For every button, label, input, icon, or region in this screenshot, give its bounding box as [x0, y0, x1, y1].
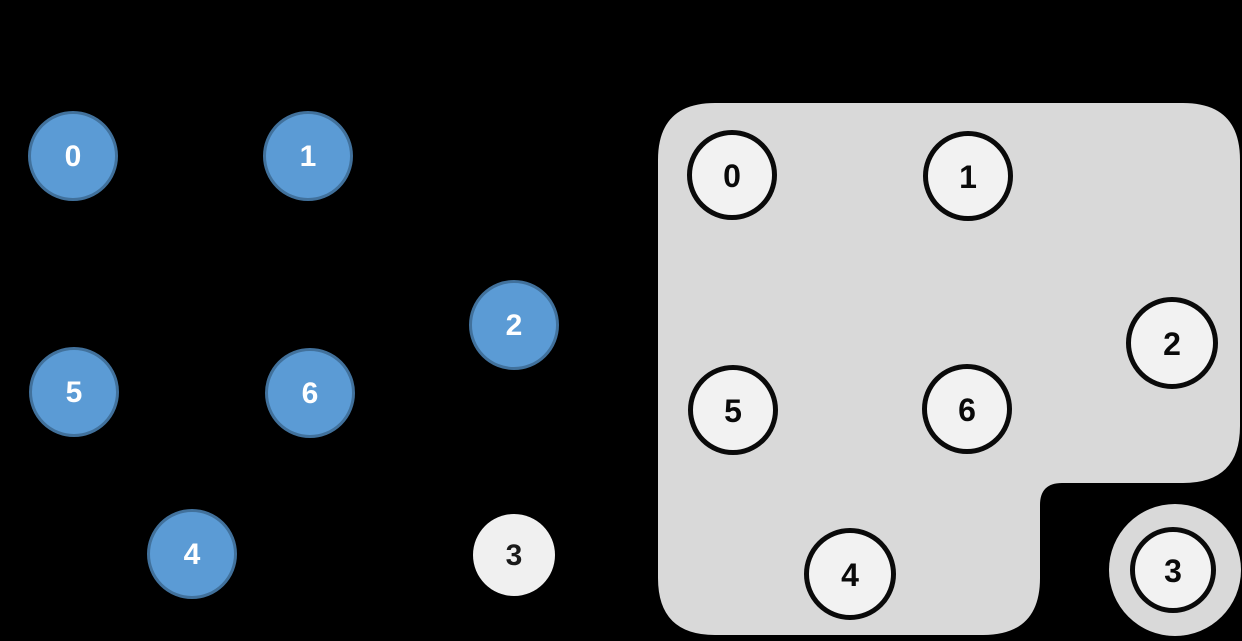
node-label: 1: [959, 159, 977, 195]
left-graph-node-2: 2: [469, 280, 559, 370]
right-graph-node-0: 0: [687, 130, 777, 220]
right-graph-node-6: 6: [922, 364, 1012, 454]
node-label: 3: [505, 539, 523, 572]
node-label: 2: [505, 309, 523, 342]
right-graph-node-1: 1: [923, 131, 1013, 221]
node-label: 5: [724, 393, 742, 429]
node-label: 5: [65, 376, 83, 409]
node-label: 3: [1164, 553, 1182, 589]
node-label: 4: [841, 557, 859, 593]
node-label: 4: [183, 538, 201, 571]
node-label: 6: [958, 392, 976, 428]
node-label: 1: [299, 140, 317, 173]
right-graph-node-3: 3: [1130, 527, 1216, 613]
left-graph-node-6: 6: [265, 348, 355, 438]
node-label: 6: [301, 377, 319, 410]
left-graph-node-3: 3: [473, 514, 555, 596]
right-graph-node-2: 2: [1126, 297, 1218, 389]
left-graph-node-5: 5: [29, 347, 119, 437]
left-graph-node-4: 4: [147, 509, 237, 599]
left-graph-node-0: 0: [28, 111, 118, 201]
node-label: 0: [723, 158, 741, 194]
node-label: 2: [1163, 326, 1181, 362]
left-graph-node-1: 1: [263, 111, 353, 201]
right-graph-node-4: 4: [804, 528, 896, 620]
node-label: 0: [64, 140, 82, 173]
right-graph-node-5: 5: [688, 365, 778, 455]
